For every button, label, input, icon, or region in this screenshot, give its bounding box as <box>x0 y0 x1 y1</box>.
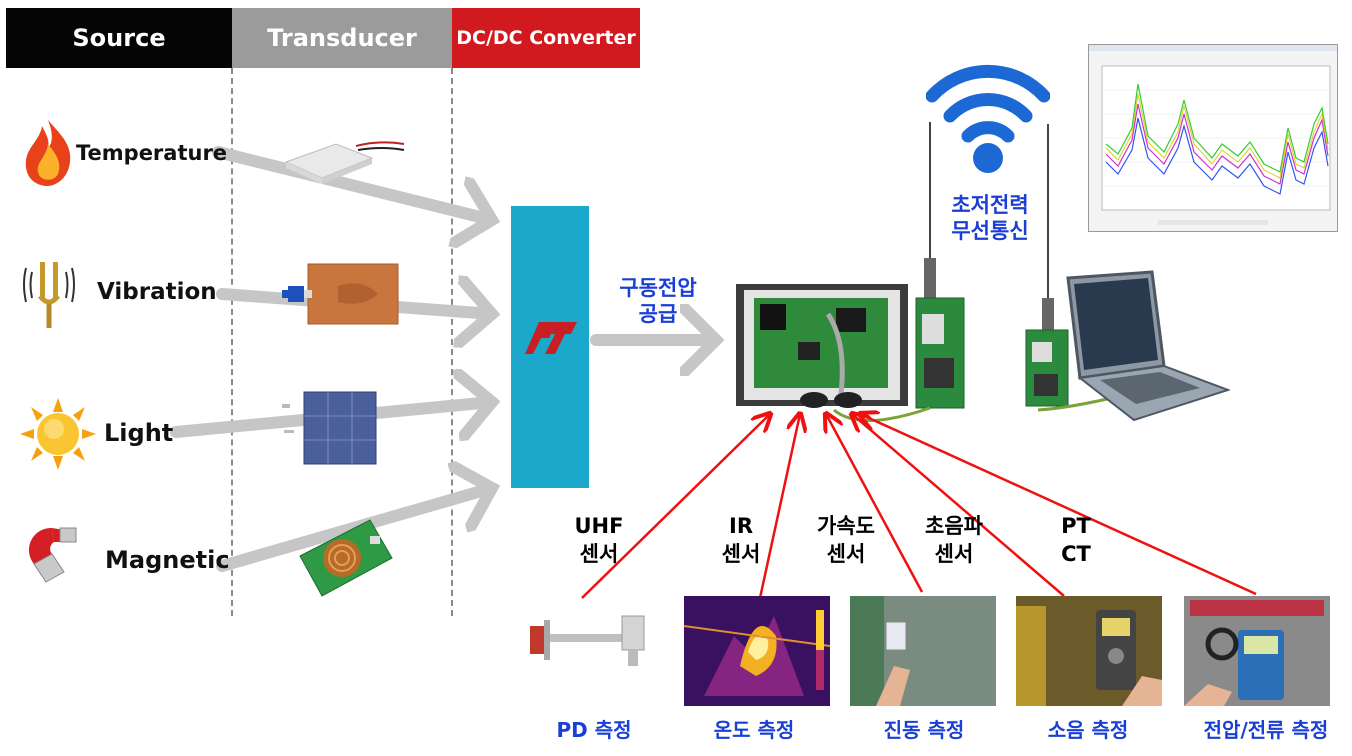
inductive-coil-image <box>299 519 393 597</box>
caption-pd: PD 측정 <box>556 718 632 742</box>
column-divider-2 <box>451 68 453 616</box>
sensor-label-ptct-line1: PT <box>1061 514 1091 538</box>
sensor-label-ir-line2: 센서 <box>721 542 761 566</box>
tuning-fork-icon <box>23 262 75 328</box>
arrow-ultrasonic <box>852 414 1065 597</box>
arrow-accel <box>826 414 924 593</box>
sensor-label-ultrasonic-line2: 센서 <box>934 542 974 566</box>
wireless-label: 초저전력 무선통신 <box>932 192 1048 244</box>
flame-icon <box>25 120 71 186</box>
accelerometer-photo <box>850 596 996 706</box>
source-label-temperature: Temperature <box>76 141 228 165</box>
header-transducer-label: Transducer <box>267 24 417 52</box>
caption-noise: 소음 측정 <box>1047 718 1129 742</box>
sensor-label-accel-line2: 센서 <box>826 542 866 566</box>
source-label-vibration: Vibration <box>97 279 217 305</box>
arrow-ptct <box>860 414 1257 596</box>
header-converter: DC/DC Converter <box>452 8 640 68</box>
wireless-label-line1: 초저전력 <box>951 193 1029 217</box>
header-source: Source <box>6 8 232 68</box>
sensor-label-ir: IR 센서 <box>698 512 784 568</box>
source-label-light: Light <box>104 419 174 447</box>
ir-thermal-photo <box>684 596 830 706</box>
radio-receiver-image <box>1025 124 1069 407</box>
source-label-magnetic: Magnetic <box>105 546 230 574</box>
dcdc-converter-box <box>511 206 589 488</box>
magnet-icon <box>28 527 77 583</box>
radio-transmitter-image <box>915 122 965 409</box>
arrow-ir <box>758 414 800 599</box>
clamp-meter-photo <box>1184 596 1330 706</box>
caption-vibration: 진동 측정 <box>883 718 965 742</box>
supply-label: 구동전압 공급 <box>606 275 710 327</box>
monitoring-chart-window <box>1088 44 1338 232</box>
solar-cell-image <box>282 391 377 465</box>
sensor-label-ultrasonic: 초음파 센서 <box>904 512 1004 568</box>
sun-icon <box>20 398 96 470</box>
header-converter-label: DC/DC Converter <box>456 27 636 49</box>
sensor-label-ptct-line2: CT <box>1061 542 1091 566</box>
supply-label-line1: 구동전압 <box>619 276 697 300</box>
sensor-label-ptct: PT CT <box>1036 512 1116 568</box>
caption-voltage-current: 전압/전류 측정 <box>1203 718 1329 742</box>
sensor-label-uhf: UHF 센서 <box>556 512 642 568</box>
sensor-label-ir-line1: IR <box>729 514 753 538</box>
ultrasonic-meter-photo <box>1016 596 1162 706</box>
piezo-transducer-image <box>282 263 399 325</box>
caption-temperature: 온도 측정 <box>713 718 795 742</box>
arrow-temperature <box>212 146 492 220</box>
laptop-icon <box>1066 270 1230 422</box>
header-source-label: Source <box>72 24 166 52</box>
linear-technology-logo-icon <box>525 322 577 354</box>
sensor-label-ultrasonic-line1: 초음파 <box>925 514 983 538</box>
sensor-label-accel-line1: 가속도 <box>817 514 875 538</box>
wifi-icon <box>926 64 1050 173</box>
sensor-label-accel: 가속도 센서 <box>798 512 894 568</box>
column-divider-1 <box>231 68 233 616</box>
arrow-uhf <box>581 414 770 599</box>
uhf-sensor-photo <box>530 615 645 666</box>
sensor-label-uhf-line1: UHF <box>574 514 624 538</box>
header-transducer: Transducer <box>232 8 452 68</box>
sensor-label-uhf-line2: 센서 <box>579 542 619 566</box>
sensor-module-image <box>736 284 908 408</box>
wireless-label-line2: 무선통신 <box>951 219 1029 243</box>
supply-label-line2: 공급 <box>638 302 678 326</box>
thermoelectric-module-image <box>284 141 405 184</box>
